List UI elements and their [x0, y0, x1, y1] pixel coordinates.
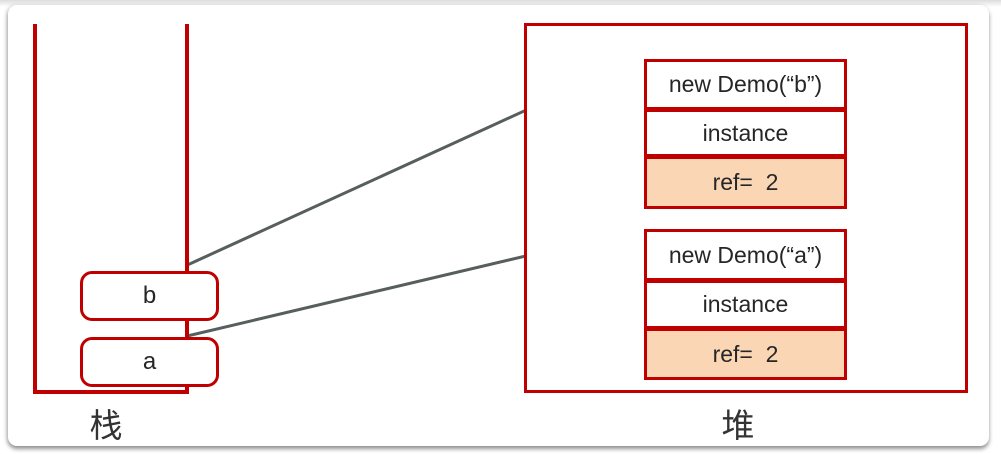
heap-object-b: new Demo(“b”) instance ref= 2: [644, 59, 847, 209]
stack-variable-a-label: a: [142, 348, 157, 375]
object-a-refcount-cell: ref= 2: [644, 328, 847, 380]
stack-variable-a: a: [80, 337, 219, 387]
object-b-refcount-cell: ref= 2: [644, 156, 847, 209]
heap-object-a: new Demo(“a”) instance ref= 2: [644, 229, 847, 380]
object-a-instance-cell: instance: [644, 280, 847, 329]
object-a-title-cell: new Demo(“a”): [644, 229, 847, 281]
stack-label: 栈: [89, 407, 123, 444]
object-b-title-cell: new Demo(“b”): [644, 59, 847, 110]
stack-variable-b: b: [80, 271, 219, 321]
stack-container: b a: [33, 24, 219, 394]
object-b-instance-cell: instance: [644, 109, 847, 157]
stack-variable-b-label: b: [142, 282, 157, 309]
heap-label: 堆: [721, 407, 755, 444]
